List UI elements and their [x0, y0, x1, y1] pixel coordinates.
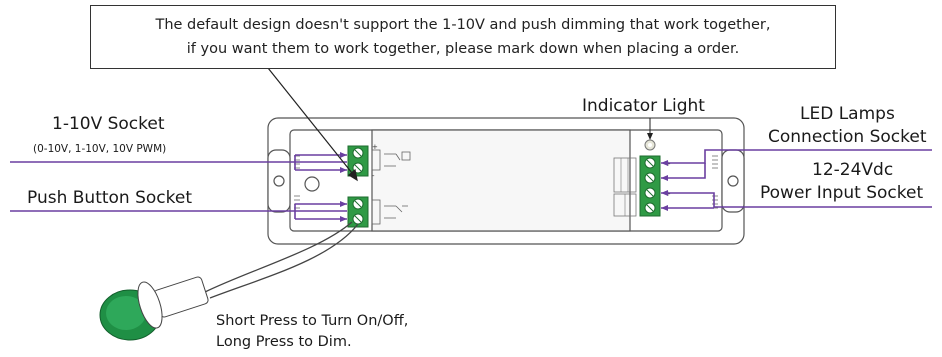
- note-pointer: [267, 67, 358, 182]
- svg-text:+: +: [372, 143, 378, 151]
- push-button-switch: [99, 276, 209, 341]
- lead-lines: [10, 149, 932, 220]
- note-line-1: The default design doesn't support the 1…: [155, 17, 771, 33]
- label-power-voltage: 12-24Vdc: [812, 160, 894, 180]
- svg-text:-: -: [372, 172, 375, 180]
- dim-schematic-symbols: [371, 149, 411, 225]
- housing-ribs: [294, 155, 718, 209]
- label-1-10v-modes: (0-10V, 1-10V, 10V PWM): [33, 143, 167, 155]
- label-short-press: Short Press to Turn On/Off,: [216, 313, 409, 329]
- label-connection-socket: Connection Socket: [768, 127, 927, 147]
- terminal-output-input: [613, 155, 661, 217]
- push-button-cable: [204, 221, 359, 299]
- terminal-push-button: [347, 196, 369, 228]
- terminal-1-10v: [347, 145, 369, 177]
- indicator-pointer-arrow: [647, 133, 653, 140]
- indicator-led: [644, 139, 656, 151]
- lead-arrowheads: [340, 152, 668, 222]
- label-long-press: Long Press to Dim.: [216, 334, 352, 350]
- label-led-lamps: LED Lamps: [800, 104, 895, 124]
- label-1-10v-socket: 1-10V Socket: [52, 114, 165, 134]
- label-indicator-light: Indicator Light: [582, 96, 705, 116]
- label-push-button-socket: Push Button Socket: [27, 188, 193, 208]
- driver-housing: [267, 117, 745, 245]
- note-line-2: if you want them to work together, pleas…: [186, 41, 740, 57]
- note-box: The default design doesn't support the 1…: [90, 5, 836, 69]
- label-power-input-socket: Power Input Socket: [760, 183, 924, 203]
